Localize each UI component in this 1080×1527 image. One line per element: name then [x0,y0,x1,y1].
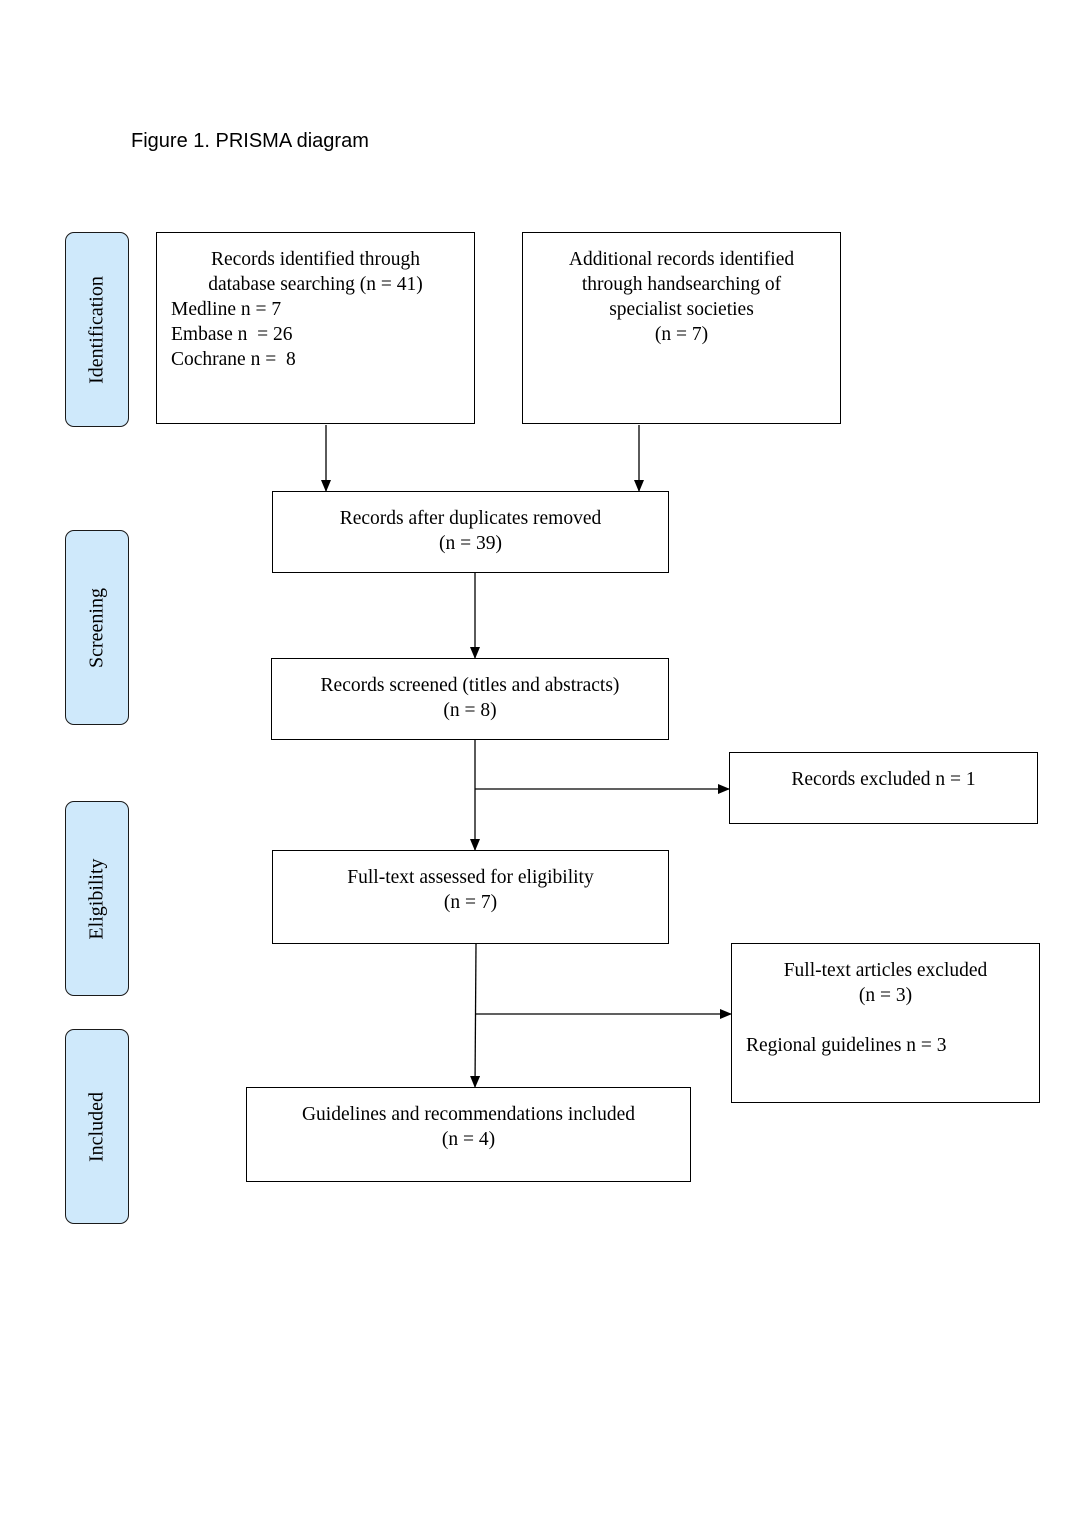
stage-identification: Identification [65,232,129,427]
box-records-screened: Records screened (titles and abstracts) … [271,658,669,740]
box-line: (n = 39) [439,533,502,554]
box-included: Guidelines and recommendations included … [246,1087,691,1182]
figure-title: Figure 1. PRISMA diagram [131,130,369,152]
stage-screening: Screening [65,530,129,725]
box-line: Records screened (titles and abstracts) [320,675,620,696]
box-line: database searching (n = 41) [208,274,423,295]
stage-included: Included [65,1029,129,1224]
exclusion-reason: Regional guidelines n = 3 [746,1035,947,1056]
box-line: (n = 4) [441,1129,496,1150]
box-line: (n = 7) [443,892,498,913]
box-duplicates-removed: Records after duplicates removed (n = 39… [272,491,669,573]
box-database-records: Records identified through database sear… [156,232,475,424]
box-line: (n = 7) [654,324,709,345]
box-line: Records identified through [210,249,421,270]
box-line: (n = 8) [443,700,497,721]
box-line: (n = 3) [858,985,913,1006]
box-line: specialist societies [609,299,754,320]
box-line: Records excluded n = 1 [791,769,976,790]
box-line: Additional records identified [568,249,795,270]
box-line: Guidelines and recommendations included [301,1104,636,1125]
box-records-excluded: Records excluded n = 1 [729,752,1038,824]
box-additional-records: Additional records identified through ha… [522,232,841,424]
box-fulltext-assessed: Full-text assessed for eligibility (n = … [272,850,669,944]
source-medline: Medline n = 7 [171,299,282,320]
box-line: Full-text assessed for eligibility [347,867,594,888]
source-cochrane: Cochrane n = 8 [171,349,296,370]
box-line: Full-text articles excluded [783,960,988,981]
stage-eligibility: Eligibility [65,801,129,996]
box-fulltext-excluded: Full-text articles excluded (n = 3) Regi… [731,943,1040,1103]
arrow-fulltext-to-included [470,943,481,1088]
box-line: through handsearching of [581,274,782,295]
source-embase: Embase n = 26 [171,324,293,345]
box-line: Records after duplicates removed [339,508,602,529]
